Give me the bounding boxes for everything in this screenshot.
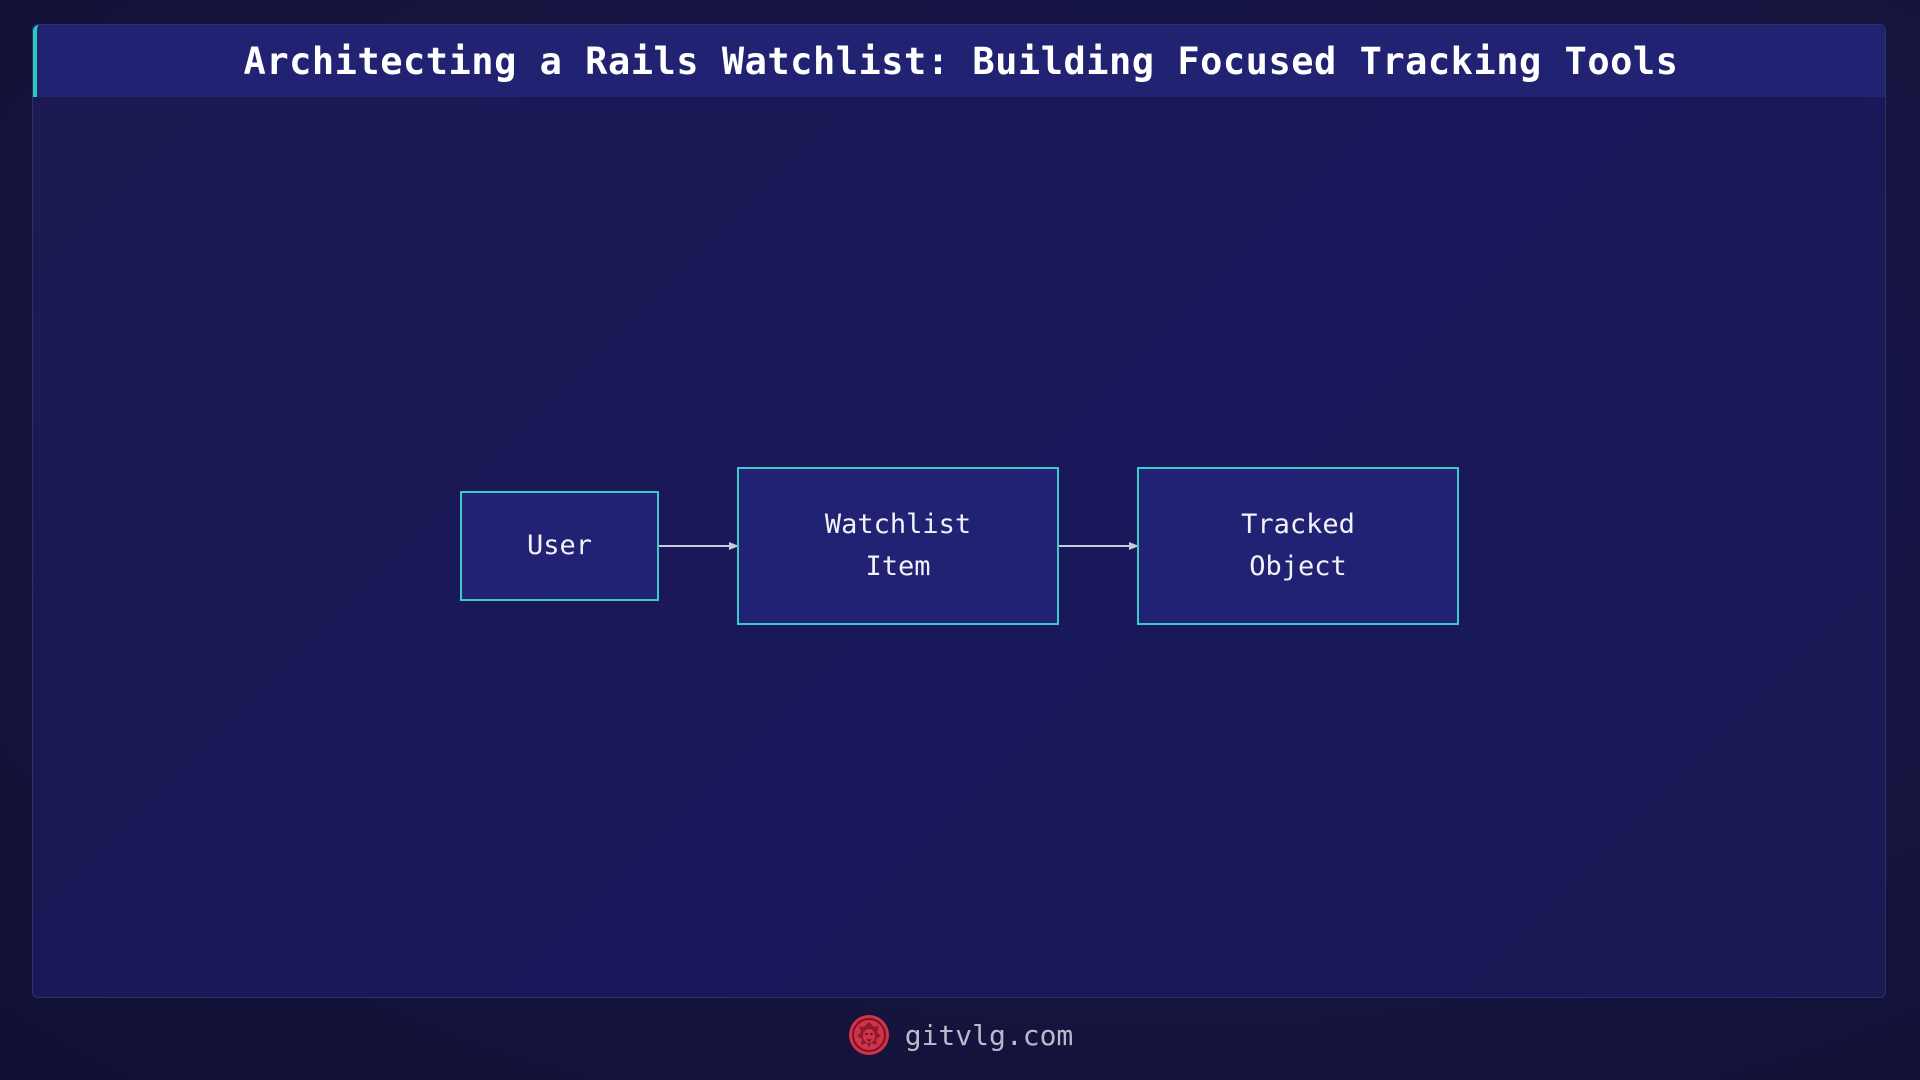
footer: gitvlg.com bbox=[0, 1010, 1920, 1060]
node-watchlist-item: Watchlist Item bbox=[737, 467, 1059, 625]
node-user: User bbox=[460, 491, 659, 601]
page-title: Architecting a Rails Watchlist: Building… bbox=[243, 39, 1679, 83]
lion-logo-icon bbox=[848, 1015, 889, 1055]
node-tracked-object: Tracked Object bbox=[1137, 467, 1459, 625]
title-bar: Architecting a Rails Watchlist: Building… bbox=[33, 25, 1885, 97]
diagram-card: Architecting a Rails Watchlist: Building… bbox=[32, 24, 1886, 998]
site-url[interactable]: gitvlg.com bbox=[904, 1018, 1074, 1052]
